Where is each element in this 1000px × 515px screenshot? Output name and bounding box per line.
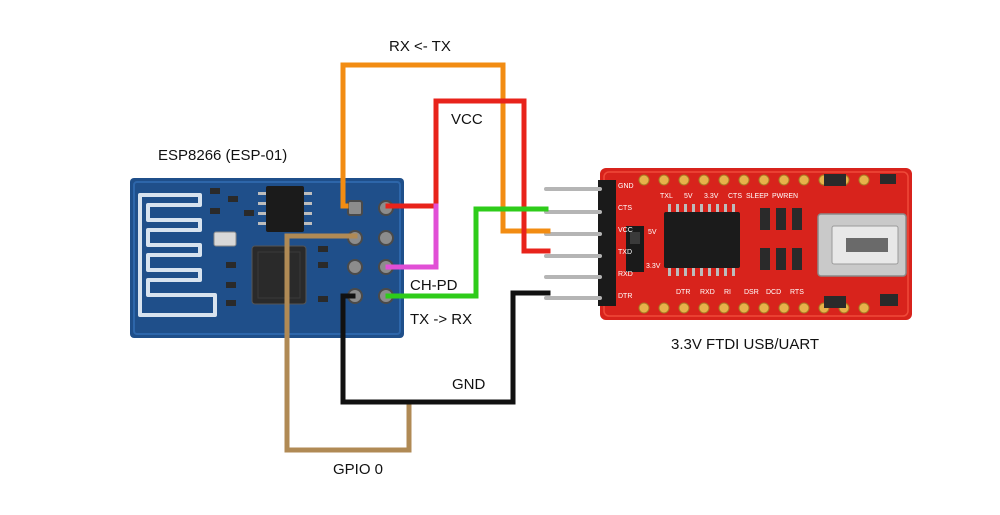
ftdi-header-pins xyxy=(544,187,602,300)
wire-tx-rx xyxy=(385,206,549,299)
wire-gpio0 xyxy=(284,233,412,453)
ch-pd-label: CH-PD xyxy=(410,277,458,294)
esp-module-label: ESP8266 (ESP-01) xyxy=(158,147,287,164)
esp8266-module xyxy=(130,178,404,338)
wire-vcc xyxy=(385,98,551,254)
ftdi-chip xyxy=(664,212,740,268)
ftdi-top-mark: 3.3V xyxy=(704,193,719,200)
ftdi-bottom-mark: RXD xyxy=(700,289,715,296)
ftdi-pin-label: CTS xyxy=(618,205,632,212)
esp-header-pins xyxy=(347,200,394,304)
ftdi-top-mark: 5V xyxy=(684,193,693,200)
ftdi-board: GND CTS VCC TXD RXD DTR TXL 5V 3.3V CTS … xyxy=(544,168,912,320)
ftdi-bottom-marks: DTR RXD RI DSR DCD RTS xyxy=(676,289,804,296)
ftdi-top-mark: CTS xyxy=(728,193,742,200)
ftdi-header xyxy=(598,180,616,306)
ftdi-bottom-mark: DTR xyxy=(676,289,690,296)
vcc-label: VCC xyxy=(451,111,483,128)
ftdi-top-mark: SLEEP xyxy=(746,193,769,200)
ftdi-bottom-mark: RI xyxy=(724,289,731,296)
ftdi-top-marks: TXL 5V 3.3V CTS SLEEP PWREN xyxy=(660,193,798,200)
wire-rx-tx xyxy=(340,62,551,234)
ftdi-board-label: 3.3V FTDI USB/UART xyxy=(671,336,819,353)
pcb-antenna-trace xyxy=(138,193,217,317)
ftdi-pin-labels: GND CTS VCC TXD RXD DTR xyxy=(618,183,634,300)
jumper-mark: 3.3V xyxy=(646,263,661,270)
ftdi-pin-label: DTR xyxy=(618,293,632,300)
ftdi-top-mark: PWREN xyxy=(772,193,798,200)
ftdi-pin-label: VCC xyxy=(618,227,633,234)
flash-chip xyxy=(266,186,304,232)
ftdi-pin-label: RXD xyxy=(618,271,633,278)
ftdi-bottom-mark: RTS xyxy=(790,289,804,296)
tx-rx-label: TX -> RX xyxy=(410,311,472,328)
gnd-label: GND xyxy=(452,376,486,393)
ftdi-pin-label: GND xyxy=(618,183,634,190)
ftdi-bottom-mark: DCD xyxy=(766,289,781,296)
ftdi-bottom-mark: DSR xyxy=(744,289,759,296)
wire-gnd xyxy=(340,290,551,405)
ftdi-pin-label: TXD xyxy=(618,249,632,256)
jumper-marks: 5V 3.3V xyxy=(646,229,661,270)
esp8266-chip xyxy=(251,245,307,305)
gpio0-label: GPIO 0 xyxy=(333,461,383,478)
rx-tx-label: RX <- TX xyxy=(389,38,451,55)
jumper-mark: 5V xyxy=(648,229,657,236)
wire-ch-pd xyxy=(385,203,439,270)
ftdi-top-mark: TXL xyxy=(660,193,673,200)
crystal xyxy=(213,231,237,247)
